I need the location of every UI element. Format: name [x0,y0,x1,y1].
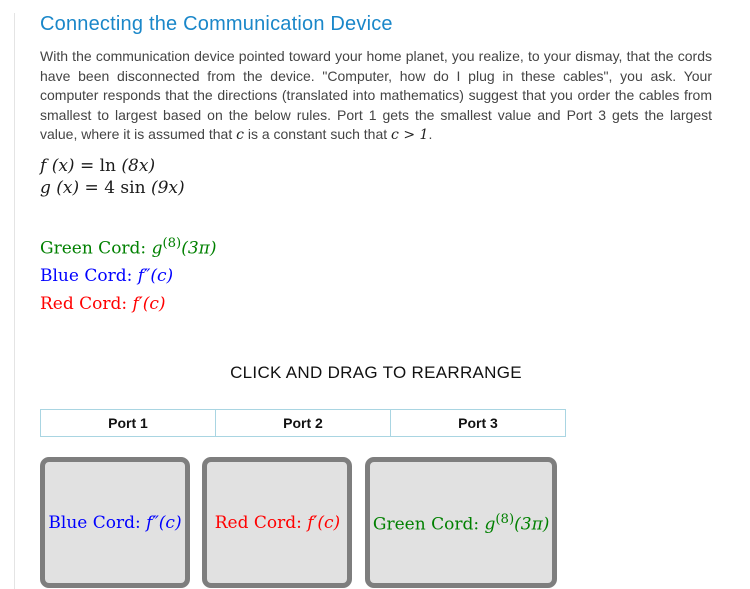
ports-header-row: Port 1 Port 2 Port 3 [40,409,566,438]
cord-box-blue-label: Blue Cord: f″(c) [48,512,182,533]
cord-box-blue[interactable]: Blue Cord: f″(c) [40,457,190,589]
formula-g: g (x) = 4 sin (9x) [40,177,185,198]
double-prime: ″ [152,512,159,533]
cord-label-red: Red Cord: f′(c) [40,294,166,315]
port-header-2: Port 2 [215,409,391,438]
intro-paragraph: With the communication device pointed to… [40,47,712,146]
intro-text: With the communication device pointed to… [40,48,712,142]
drag-instruction: CLICK AND DRAG TO REARRANGE [230,363,522,383]
single-prime: ′ [313,512,318,533]
green-superscript: (8) [162,235,182,251]
single-prime: ′ [138,294,143,315]
cord-box-red-label: Red Cord: f′(c) [214,512,341,533]
cord-label-green: Green Cord: g(8)(3π) [40,235,217,259]
intro-text: . [428,126,433,142]
cord-box-row: Blue Cord: f″(c) Red Cord: f′(c) Green C… [40,457,712,589]
cord-box-red[interactable]: Red Cord: f′(c) [202,457,353,589]
content-panel: Connecting the Communication Device With… [14,13,750,589]
port-header-1: Port 1 [40,409,216,438]
cord-box-green[interactable]: Green Cord: g(8)(3π) [364,457,558,589]
formula-f: f (x) = ln (8x) [40,155,156,176]
formula-block: f (x) = ln (8x) g (x) = 4 sin (9x) [40,155,712,199]
inline-math-c-gt-1: c > 1 [391,127,429,143]
port-header-3: Port 3 [390,409,566,438]
double-prime: ″ [144,266,151,287]
cord-label-blue: Blue Cord: f″(c) [40,266,174,287]
page-title: Connecting the Communication Device [40,13,393,35]
intro-text: is a constant such that [243,126,392,142]
cord-box-green-label: Green Cord: g(8)(3π) [372,512,550,535]
inline-math-c: c [236,127,244,143]
cord-rules-list: Green Cord: g(8)(3π) Blue Cord: f″(c) Re… [40,230,712,319]
green-superscript: (8) [495,512,515,528]
ports-table: Port 1 Port 2 Port 3 [40,409,566,438]
